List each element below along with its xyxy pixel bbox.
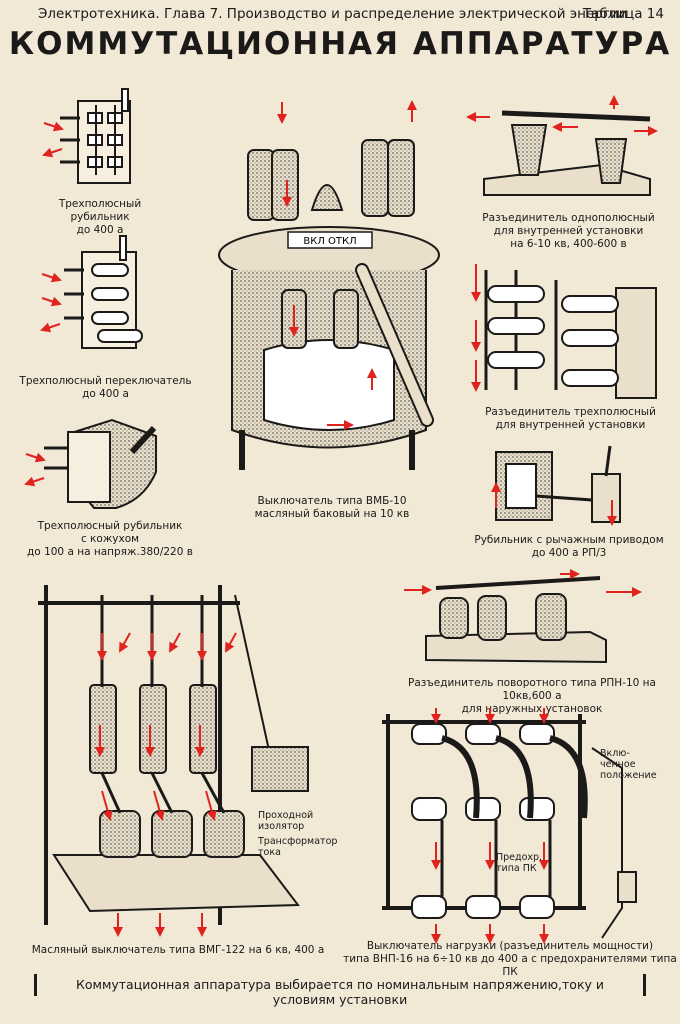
caption-switch-400: Трехполюсный рубильник до 400 а (58, 198, 142, 236)
covered-switch-illustration (24, 418, 157, 509)
header-chapter: Электротехника. Глава 7. Производство и … (38, 6, 628, 22)
header-table-number: Таблица 14 (582, 6, 664, 22)
footer-text: Коммутационная аппаратура выбирается по … (76, 977, 604, 1007)
changeover-switch-illustration (40, 235, 143, 349)
disconnector-three-illustration (471, 264, 657, 399)
page-title: Коммутационная аппаратура (8, 26, 672, 62)
caption-disconnector-single: Разъединитель однополюсный для внутренне… (482, 212, 655, 250)
caption-bushing: Проходной изолятор (258, 810, 314, 832)
footer-left-bar (34, 974, 37, 996)
vmb10-breaker-illustration: ВКЛ ОТКЛ (218, 100, 440, 470)
rpn10-disconnector-illustration (404, 569, 642, 664)
caption-switch-cover: Трехполюсный рубильник с кожухом до 100 … (27, 520, 193, 558)
vnp16-load-switch-illustration (382, 708, 637, 944)
caption-current-transformer: Трансформатор тока (258, 836, 338, 858)
caption-changeover-400: Трехполюсный переключатель до 400 а (19, 375, 192, 400)
caption-vmg122: Масляный выключатель типа ВМГ-122 на 6 к… (31, 944, 325, 956)
caption-fuse: Предохр. типа ПК (496, 852, 543, 874)
caption-disconnector-three: Разъединитель трехполюсный для внутренне… (485, 406, 656, 431)
caption-on-position: Вклю- ченное положение (600, 748, 657, 781)
caption-vnp16: Выключатель нагрузки (разъединитель мощн… (343, 940, 677, 978)
caption-rpn10: Разъединитель поворотного типа РПН-10 на… (408, 677, 656, 715)
vmg122-breaker-illustration (38, 585, 309, 937)
caption-vmb10: Выключатель типа ВМБ-10 масляный баковый… (254, 495, 410, 520)
footer-note: Коммутационная аппаратура выбирается по … (34, 972, 646, 1007)
lever-switch-illustration (491, 445, 621, 526)
vmb-panel-label: ВКЛ ОТКЛ (303, 236, 356, 247)
footer-right-bar (643, 974, 646, 996)
disconnector-single-illustration (466, 95, 658, 196)
knife-switch-400-illustration (42, 88, 131, 184)
caption-lever-switch: Рубильник с рычажным приводом до 400 а Р… (474, 534, 664, 559)
